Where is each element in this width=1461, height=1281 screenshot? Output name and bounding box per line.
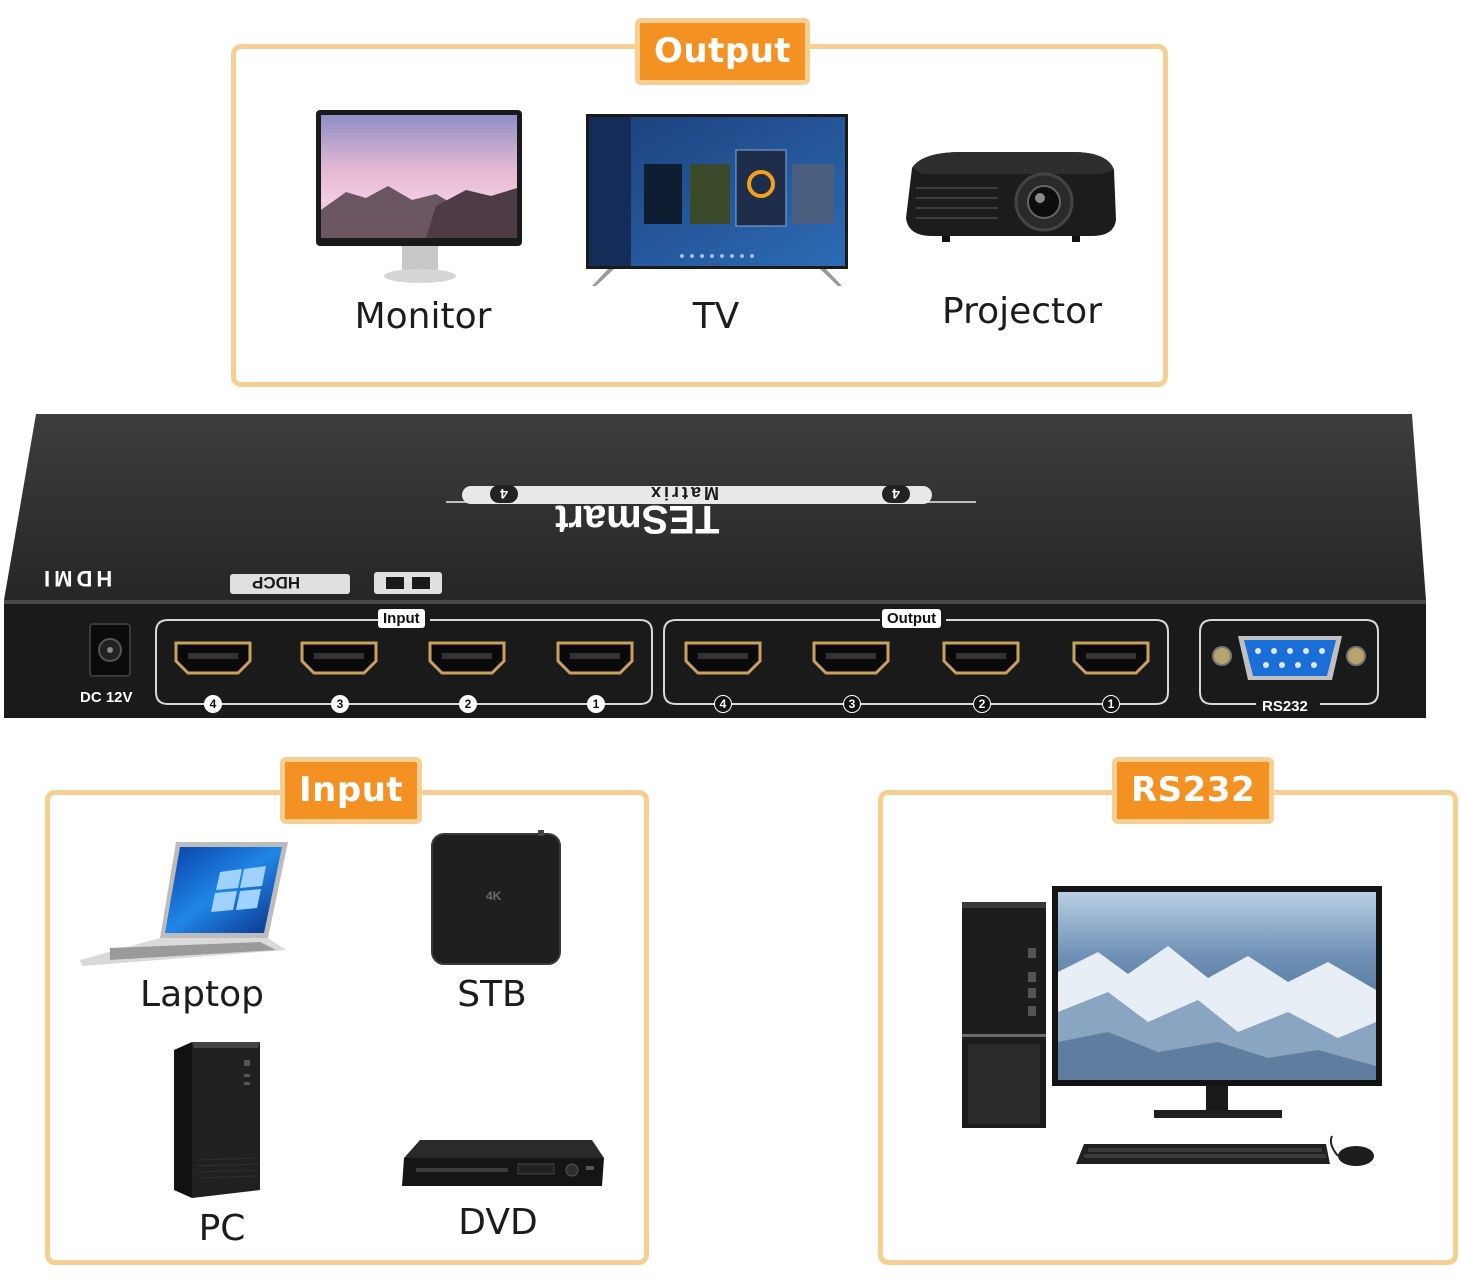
hdmi-output-port-3[interactable] bbox=[812, 641, 890, 675]
dvd-label: DVD bbox=[458, 1202, 538, 1243]
hdmi-input-port-4[interactable] bbox=[174, 641, 252, 675]
input-port-number: 1 bbox=[587, 695, 605, 713]
model-text: Matrix bbox=[648, 483, 720, 503]
hdmi-input-port-2[interactable] bbox=[428, 641, 506, 675]
dc-power-label: DC 12V bbox=[80, 689, 133, 706]
tv-icon bbox=[586, 114, 848, 286]
input-port-number: 4 bbox=[204, 695, 222, 713]
output-port-number: 2 bbox=[973, 695, 991, 713]
projector-icon bbox=[906, 152, 1116, 242]
rs232-port-label: RS232 bbox=[1262, 698, 1308, 715]
laptop-label: Laptop bbox=[140, 974, 264, 1015]
pc-tower-icon bbox=[174, 1042, 260, 1198]
laptop-icon bbox=[80, 842, 288, 966]
input-group-label: Input bbox=[378, 609, 425, 628]
stb-4k-badge: 4K bbox=[486, 889, 502, 903]
dvd-player-icon bbox=[402, 1140, 604, 1186]
hdmi-matrix-switch bbox=[4, 414, 1426, 718]
hdmi-output-port-4[interactable] bbox=[684, 641, 762, 675]
hdmi-output-port-1[interactable] bbox=[1072, 641, 1150, 675]
tv-label: TV bbox=[692, 296, 740, 337]
pc-label: PC bbox=[198, 1208, 246, 1249]
hdmi-logo: HDMI bbox=[40, 566, 113, 591]
rs232-port[interactable] bbox=[1238, 636, 1342, 680]
hdmi-input-port-1[interactable] bbox=[556, 641, 634, 675]
projector-label: Projector bbox=[942, 291, 1102, 332]
rs232-panel-tag: RS232 bbox=[1112, 757, 1275, 824]
monitor-icon bbox=[316, 110, 522, 283]
output-port-number: 4 bbox=[714, 695, 732, 713]
set-top-box-icon bbox=[431, 830, 561, 965]
hdmi-input-port-3[interactable] bbox=[300, 641, 378, 675]
output-group-label: Output bbox=[882, 609, 942, 628]
monitor-label: Monitor bbox=[354, 296, 492, 337]
desktop-computer-icon bbox=[962, 886, 1382, 1166]
model-left-number: 4 bbox=[490, 485, 518, 503]
input-port-number: 2 bbox=[459, 695, 477, 713]
input-panel-tag: Input bbox=[280, 757, 423, 824]
hdmi-output-port-2[interactable] bbox=[942, 641, 1020, 675]
output-port-number: 3 bbox=[843, 695, 861, 713]
dc-power-jack[interactable] bbox=[90, 624, 130, 676]
input-port-number: 3 bbox=[331, 695, 349, 713]
output-panel-tag: Output bbox=[635, 18, 811, 85]
model-right-number: 4 bbox=[882, 485, 910, 503]
stb-label: STB bbox=[457, 974, 527, 1015]
hdcp-logo: HDCP bbox=[252, 573, 301, 592]
output-port-number: 1 bbox=[1102, 695, 1120, 713]
